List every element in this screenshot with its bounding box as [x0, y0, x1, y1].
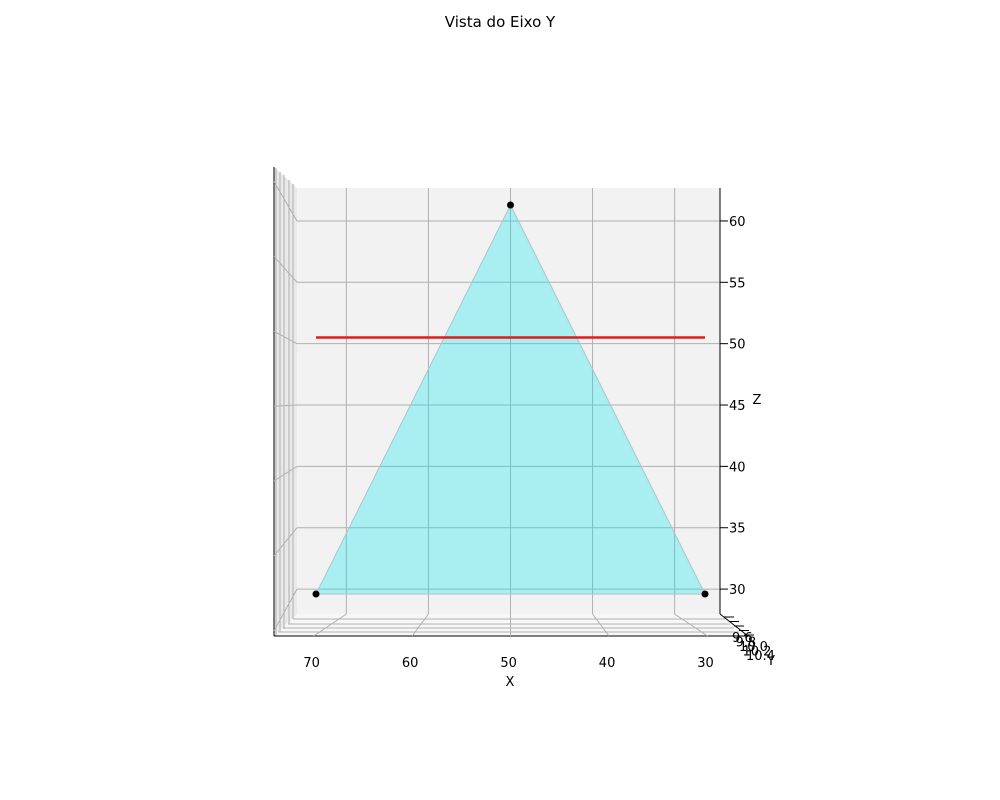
- z-tick-label: 50: [729, 338, 746, 353]
- vertex-point: [507, 201, 514, 209]
- x-tick-label: 50: [500, 656, 517, 671]
- side-pane-lines: [273, 167, 294, 636]
- y-tick-labels: 9.69.810.010.210.4: [724, 616, 775, 664]
- x-tick-label: 70: [303, 656, 320, 671]
- triangle-face: [315, 203, 706, 595]
- chart-title: Vista do Eixo Y: [445, 13, 556, 31]
- z-tick-label: 45: [729, 399, 746, 414]
- y-tick-label: 10.2: [743, 645, 772, 660]
- z-tick-labels: 60 55 50 45 40 35 30: [720, 215, 746, 598]
- y-tick-label: 10.4: [746, 649, 775, 664]
- x-axis-label: X: [506, 675, 515, 690]
- z-tick-label: 30: [729, 583, 746, 598]
- z-tick-label: 55: [729, 276, 746, 291]
- z-tick-label: 40: [729, 460, 746, 475]
- z-tick-label: 60: [729, 215, 746, 230]
- vertex-point: [312, 590, 320, 598]
- vertex-point: [701, 590, 709, 598]
- x-tick-label: 60: [402, 656, 419, 671]
- x-tick-label: 30: [697, 656, 714, 671]
- x-tick-label: 40: [599, 656, 616, 671]
- z-axis-label: Z: [753, 393, 762, 408]
- plot-marks: [312, 201, 709, 598]
- y-tick-label: 10.0: [739, 640, 768, 655]
- y-tick-label: 9.8: [736, 636, 757, 651]
- side-pane: [274, 167, 297, 636]
- z-tick-label: 35: [729, 522, 746, 537]
- back-pane: [297, 188, 720, 614]
- y-axis-line: [719, 613, 749, 637]
- y-axis-label: Y: [766, 654, 775, 669]
- x-tick-labels: 70 60 50 40 30: [303, 656, 713, 671]
- floor-lines: [274, 618, 748, 637]
- grid: [273, 181, 720, 637]
